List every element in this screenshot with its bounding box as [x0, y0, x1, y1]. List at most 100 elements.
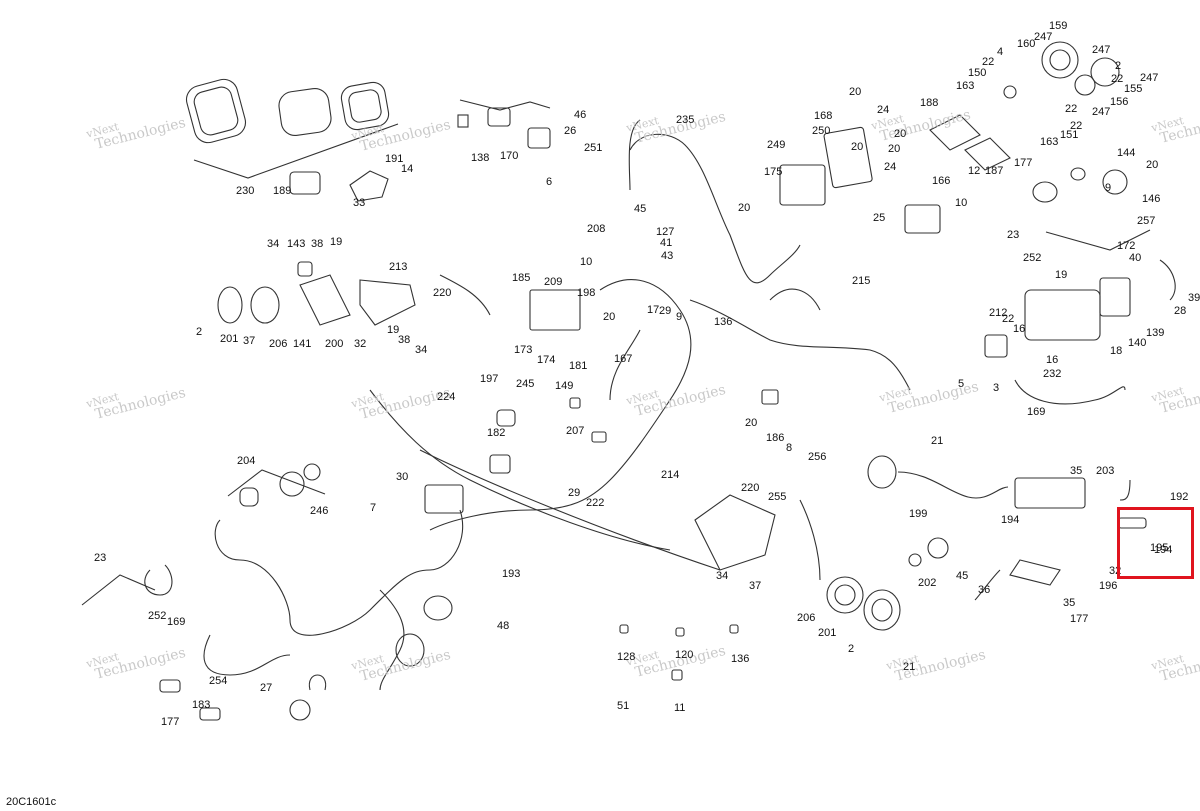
- callout-label: 166: [932, 175, 951, 187]
- callout-label: 199: [909, 508, 928, 520]
- light-harness-group: [81, 463, 464, 721]
- callout-label: 8: [786, 442, 793, 454]
- callout-label: 21: [903, 661, 916, 673]
- callout-label: 168: [814, 110, 833, 122]
- callout-label: 212: [989, 307, 1008, 319]
- callout-label: 127: [656, 226, 675, 238]
- callout-label: 197: [480, 373, 499, 385]
- callout-label: 24: [877, 104, 890, 116]
- callout-label: 183: [192, 699, 211, 711]
- callout-label: 173: [514, 344, 533, 356]
- callout-label: 187: [985, 165, 1004, 177]
- callout-label: 51: [617, 700, 630, 712]
- callout-label: 29: [568, 487, 581, 499]
- callout-label: 46: [574, 109, 587, 121]
- callout-label: 136: [714, 316, 733, 328]
- callout-label: 200: [325, 338, 344, 350]
- callout-label: 45: [634, 203, 647, 215]
- amplifier-group: [619, 455, 1147, 681]
- callout-label: 18: [1110, 345, 1123, 357]
- callout-label: 175: [764, 166, 783, 178]
- callout-label: 169: [167, 616, 186, 628]
- callout-label: 20: [894, 128, 907, 140]
- callout-label: 20: [603, 311, 616, 323]
- callout-label: 214: [661, 469, 680, 481]
- callout-label: 4: [997, 46, 1004, 58]
- callout-label: 43: [661, 250, 674, 262]
- callout-label: 141: [293, 338, 312, 350]
- callout-label: 23: [94, 552, 107, 564]
- callout-label: 14: [401, 163, 414, 175]
- callout-label: 177: [1070, 613, 1089, 625]
- callout-label: 138: [471, 152, 490, 164]
- callout-label: 143: [287, 238, 306, 250]
- callout-label: 220: [433, 287, 452, 299]
- callout-label: 195: [1150, 542, 1169, 554]
- callout-label: 172: [1117, 240, 1136, 252]
- headlight-group: [217, 261, 581, 331]
- callout-label: 151: [1060, 129, 1079, 141]
- callout-label: 206: [797, 612, 816, 624]
- callout-label: 249: [767, 139, 786, 151]
- callout-label: 23: [1007, 229, 1020, 241]
- callout-label: 37: [749, 580, 762, 592]
- callout-label: 167: [614, 353, 633, 365]
- fan-motor-group: [779, 41, 1176, 301]
- callout-label: 247: [1092, 44, 1111, 56]
- callout-label: 34: [415, 344, 428, 356]
- callout-label: 193: [502, 568, 521, 580]
- callout-label: 21: [931, 435, 944, 447]
- callout-label: 192: [1170, 491, 1189, 503]
- callout-label: 120: [675, 649, 694, 661]
- callout-label: 220: [741, 482, 760, 494]
- callout-label: 146: [1142, 193, 1161, 205]
- callout-label: 201: [818, 627, 837, 639]
- callout-label: 257: [1137, 215, 1156, 227]
- callout-label: 26: [564, 125, 577, 137]
- callout-label: 177: [161, 716, 180, 728]
- callout-label: 185: [512, 272, 531, 284]
- wiring-harness-main: [369, 119, 911, 571]
- callout-label: 22: [1111, 73, 1124, 85]
- callout-label: 20: [851, 141, 864, 153]
- callout-label: 2: [1115, 60, 1122, 72]
- callout-label: 247: [1140, 72, 1159, 84]
- callout-label: 35: [1063, 597, 1076, 609]
- callout-label: 25: [873, 212, 886, 224]
- callout-label: 38: [311, 238, 324, 250]
- callout-label: 155: [1124, 83, 1143, 95]
- callout-label: 163: [956, 80, 975, 92]
- callout-label: 202: [918, 577, 937, 589]
- callout-label: 181: [569, 360, 588, 372]
- callout-label: 20: [1146, 159, 1159, 171]
- callout-label: 203: [1096, 465, 1115, 477]
- callout-label: 215: [852, 275, 871, 287]
- callout-label: 22: [1070, 120, 1083, 132]
- callout-label: 28: [1174, 305, 1187, 317]
- callout-label: 177: [1014, 157, 1033, 169]
- callout-label: 38: [398, 334, 411, 346]
- callout-label: 136: [731, 653, 750, 665]
- callout-label: 7: [370, 502, 377, 514]
- callout-label: 247: [1092, 106, 1111, 118]
- callout-label: 255: [768, 491, 787, 503]
- callout-label: 252: [148, 610, 167, 622]
- callout-label: 251: [584, 142, 603, 154]
- callout-label: 213: [389, 261, 408, 273]
- callout-label: 245: [516, 378, 535, 390]
- callout-label: 160: [1017, 38, 1036, 50]
- callout-label: 35: [1070, 465, 1083, 477]
- callout-label: 2: [848, 643, 855, 655]
- callout-label: 41: [660, 237, 673, 249]
- callout-label: 37: [243, 335, 256, 347]
- callout-label: 17: [647, 304, 660, 316]
- callout-label: 144: [1117, 147, 1136, 159]
- callout-label: 39: [1188, 292, 1200, 304]
- callout-label: 32: [354, 338, 367, 350]
- highlight-box: 194: [1117, 507, 1194, 579]
- callout-label: 45: [956, 570, 969, 582]
- winch-group: [984, 277, 1131, 405]
- callout-label: 20: [745, 417, 758, 429]
- callout-label: 9: [1105, 182, 1112, 194]
- callout-label: 163: [1040, 136, 1059, 148]
